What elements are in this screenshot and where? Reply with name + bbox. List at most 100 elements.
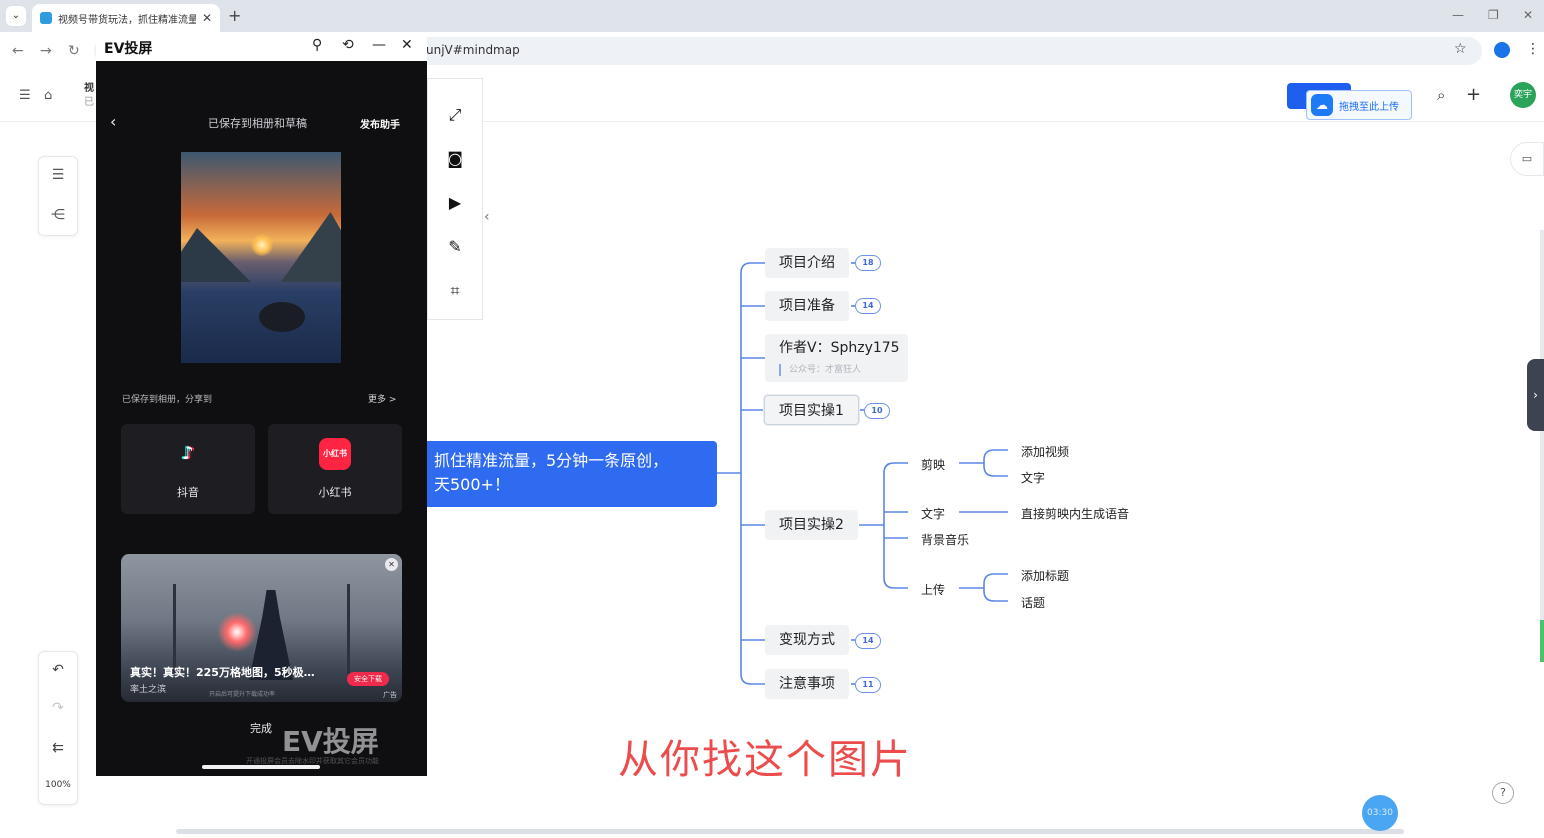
ad-subtitle: 率土之滨 [130,685,167,695]
redo-icon[interactable]: ↷ [52,700,64,716]
profile-icon[interactable] [1494,42,1510,58]
video-caption-overlay: 从你找这个图片 [618,737,912,783]
collapsed-count-badge[interactable]: 14 [855,298,881,314]
share-target-label: 小红书 [318,486,352,499]
mindmap-view-icon[interactable]: ⋲ [51,207,65,223]
share-douyin-button[interactable]: ♪ 抖音 [121,424,255,514]
ad-disclaimer: 开启后可提升下载成功率 [209,691,276,698]
xiaohongshu-icon: 小红书 [319,438,351,470]
ad-flag-pole [173,584,176,674]
back-chevron-icon[interactable]: ‹ [110,112,117,131]
mindmap-node-text[interactable]: 文字 [921,507,946,521]
saved-photo-thumbnail[interactable] [181,152,341,363]
collapse-toolbar-icon[interactable]: ‹ [484,209,490,225]
ev-titlebar[interactable]: EV投屏 ⚲ ⟲ — ✕ [96,32,427,61]
fit-view-icon[interactable]: ⇇ [52,740,64,756]
tab-title: 视频号带货玩法，抓住精准流量 [58,14,196,26]
ev-window-title: EV投屏 [104,41,153,57]
mindmap-node-upload[interactable]: 上传 [921,583,946,597]
scroll-marker [1540,620,1544,662]
zoom-toolbar: ↶ ↷ ⇇ 100% [38,651,78,805]
reload-icon[interactable]: ↻ [68,43,80,59]
home-icon[interactable]: ⌂ [44,88,53,103]
more-share-link[interactable]: 更多 > [368,395,397,405]
mindmap-node-author[interactable]: 作者V：Sphzy175 公众号：才富狂人 [765,334,908,382]
mindmap-root-node[interactable]: 抓住精准流量，5分钟一条原创， 天500+！ [426,441,717,507]
bookmark-star-icon[interactable]: ☆ [1454,41,1467,57]
horizontal-scrollbar[interactable] [176,829,1404,834]
restore-window-button[interactable]: ❐ [1488,8,1499,22]
done-button[interactable]: 完成 [250,722,272,735]
mindmap-node-add-video[interactable]: 添加视频 [1021,445,1070,459]
screenshot-camera-icon[interactable]: ◙ [447,149,463,168]
collapsed-count-badge[interactable]: 10 [864,403,890,419]
drag-upload-chip[interactable]: ☁ 拖拽至此上传 [1306,90,1412,120]
douyin-icon: ♪ [182,443,194,464]
mindmap-node-project-intro[interactable]: 项目介绍 [765,248,849,278]
comment-icon[interactable]: ▭ [1510,142,1544,176]
new-tab-button[interactable]: + [228,6,242,25]
tab-search-button[interactable]: ⌄ [6,6,26,26]
node-note: 公众号：才富狂人 [779,364,861,376]
record-video-icon[interactable]: ▶ [448,193,462,212]
app-header: ☰ ⌂ 视 已 ☁ 拖拽至此上传 ⌕ + 奕宇 [0,70,1544,122]
rotate-icon[interactable]: ⟲ [342,37,354,53]
ad-close-icon[interactable]: ✕ [385,558,398,571]
brush-icon[interactable]: ✎ [448,237,462,256]
photo-mountain [281,212,341,282]
mindmap-node-add-title[interactable]: 添加标题 [1021,569,1070,583]
share-target-label: 抖音 [177,486,199,499]
browser-tab[interactable]: 视频号带货玩法，抓住精准流量 ✕ [32,4,220,32]
mindmap-node-monetization[interactable]: 变现方式 [765,625,849,655]
browser-tab-bar: ⌄ 视频号带货玩法，抓住精准流量 ✕ + — ❐ ✕ [0,0,1544,32]
crop-icon[interactable]: ⌗ [450,281,460,300]
ev-cast-window: EV投屏 ⚲ ⟲ — ✕ ‹ 已保存到相册和草稿 发布助手 已保存到相册，分享到… [96,32,427,776]
document-title[interactable]: 视 已 [84,83,94,108]
avatar[interactable]: 奕宇 [1510,82,1536,108]
ad-banner[interactable]: ✕ 真实！真实！225万格地图，5秒极… 率土之滨 开启后可提升下载成功率 安全… [121,554,402,702]
zoom-level[interactable]: 100% [45,780,71,790]
mindmap-node-bgm[interactable]: 背景音乐 [921,533,970,547]
outline-view-icon[interactable]: ☰ [51,167,65,183]
tab-close-icon[interactable]: ✕ [201,11,212,25]
url-text[interactable]: unjV#mindmap [426,43,520,57]
mindmap-node-project-prep[interactable]: 项目准备 [765,291,849,321]
ad-download-button[interactable]: 安全下载 [347,672,389,686]
back-arrow-icon[interactable]: ← [12,43,24,59]
mindmap-node-practice-1[interactable]: 项目实操1 [764,395,859,425]
minimize-icon[interactable]: — [372,37,386,53]
recording-timer[interactable]: 03:30 [1362,795,1398,831]
collapsed-count-badge[interactable]: 11 [855,677,881,693]
outline-toggle-icon[interactable]: ☰ [19,88,31,103]
search-icon[interactable]: ⌕ [1437,86,1446,104]
photo-rock [259,302,305,332]
mindmap-node-jianying[interactable]: 剪映 [921,458,946,472]
right-panel-toggle[interactable]: › [1527,359,1544,431]
document-status: 已 [84,97,94,108]
fullscreen-icon[interactable]: ⤢ [448,105,462,124]
mindmap-node-notes[interactable]: 注意事项 [765,669,849,699]
close-icon[interactable]: ✕ [401,37,413,53]
photo-sun [251,234,273,256]
browser-menu-icon[interactable]: ⋮ [1526,41,1540,57]
add-icon[interactable]: + [1466,84,1482,105]
collapsed-count-badge[interactable]: 14 [855,633,881,649]
forward-arrow-icon[interactable]: → [40,43,52,59]
view-toolbar: ☰ ⋲ [38,156,78,236]
saved-header-title: 已保存到相册和草稿 [208,117,307,130]
minimize-window-button[interactable]: — [1452,8,1464,22]
upload-label: 拖拽至此上传 [1339,101,1399,113]
mindmap-node-leaf-text[interactable]: 文字 [1021,471,1046,485]
mindmap-node-topic[interactable]: 话题 [1021,596,1046,610]
mindmap-node-tts[interactable]: 直接剪映内生成语音 [1021,507,1130,521]
publish-helper-link[interactable]: 发布助手 [360,120,400,131]
undo-icon[interactable]: ↶ [52,662,64,678]
pin-icon[interactable]: ⚲ [312,37,323,53]
share-xiaohongshu-button[interactable]: 小红书 小红书 [268,424,402,514]
close-window-button[interactable]: ✕ [1523,8,1534,22]
vertical-scrollbar[interactable] [1540,230,1544,660]
mindmap-node-practice-2[interactable]: 项目实操2 [765,510,858,540]
help-icon[interactable]: ? [1492,782,1514,804]
collapsed-count-badge[interactable]: 18 [855,255,881,271]
